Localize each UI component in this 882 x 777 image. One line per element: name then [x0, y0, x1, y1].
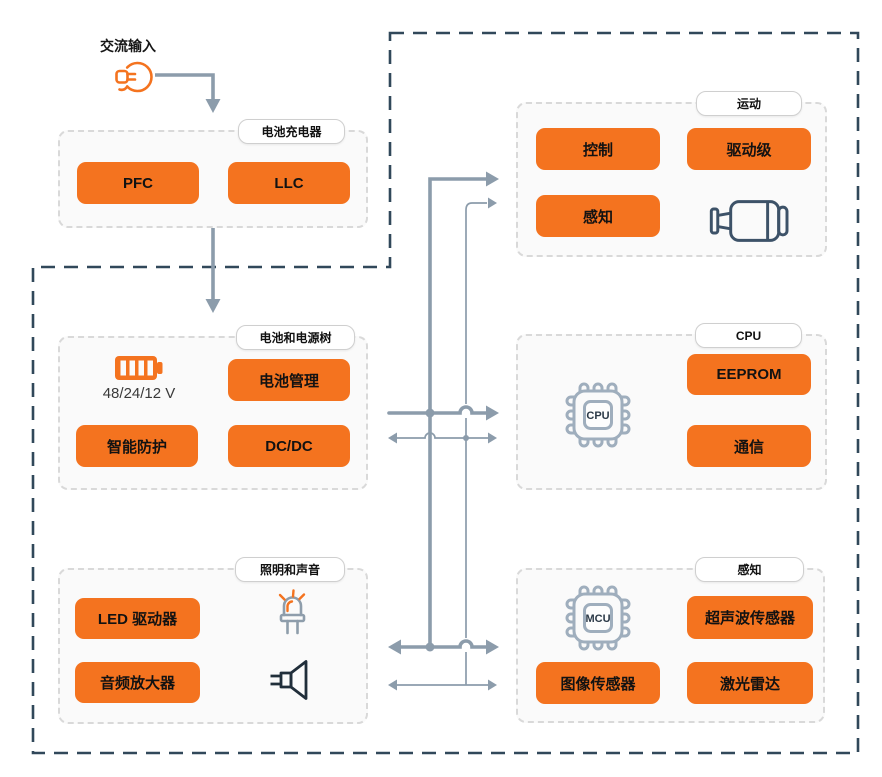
block-smart-protection[interactable]: 智能防护 [76, 425, 198, 467]
arrow-down-icon [205, 99, 221, 113]
group-tab-perception: 感知 [695, 557, 804, 582]
plug-icon [111, 55, 157, 99]
junction-dot [425, 642, 435, 652]
arrow-right-icon [488, 432, 497, 444]
group-tab-cpu: CPU [695, 323, 802, 348]
block-image-sensor[interactable]: 图像传感器 [536, 662, 660, 704]
group-tab-battery-charger: 电池充电器 [238, 119, 345, 144]
mcu-chip-label: MCU [585, 613, 610, 625]
arrow-right-icon [486, 171, 499, 187]
arrow-left-icon [388, 679, 397, 691]
power-to-cpu-line [430, 405, 487, 415]
led-icon [272, 588, 312, 642]
ac-to-charger-line [155, 73, 215, 99]
system-boundary-dashed-border [31, 31, 860, 755]
group-tab-lighting-sound: 照明和声音 [235, 557, 345, 582]
cpu-chip-label: CPU [586, 410, 609, 422]
arrow-down-icon [205, 299, 221, 313]
arrow-right-icon [486, 405, 499, 421]
motor-icon [708, 197, 794, 245]
power-to-lighting-perception-line [400, 639, 487, 649]
arrow-left-icon [388, 639, 401, 655]
block-llc[interactable]: LLC [228, 162, 350, 204]
arrow-right-icon [486, 639, 499, 655]
arrow-left-icon [388, 432, 397, 444]
ac-input-label: 交流输入 [100, 38, 156, 54]
speaker-icon [268, 656, 314, 704]
group-motion: 运动 控制 驱动级 感知 [516, 91, 827, 257]
group-battery-charger: 电池充电器 PFC LLC [58, 119, 368, 228]
block-led-driver[interactable]: LED 驱动器 [75, 598, 200, 639]
block-communication[interactable]: 通信 [687, 425, 811, 467]
group-lighting-sound: 照明和声音 LED 驱动器 音频放大器 [58, 557, 368, 724]
block-pfc[interactable]: PFC [77, 162, 199, 204]
group-cpu: CPU CPU EEPROM 通信 [516, 323, 827, 490]
block-lidar[interactable]: 激光雷达 [687, 662, 813, 704]
data-cpu-line [397, 432, 488, 439]
power-bus-vertical-line [428, 177, 487, 647]
group-power-tree: 电池和电源树 48/24/12 V 电池管理 智能防护 DC/DC [58, 325, 368, 490]
block-audio-amplifier[interactable]: 音频放大器 [75, 662, 200, 703]
block-drive-stage[interactable]: 驱动级 [687, 128, 811, 170]
arrow-right-icon [488, 197, 497, 209]
block-eeprom[interactable]: EEPROM [687, 354, 811, 395]
arrow-right-icon [488, 679, 497, 691]
data-bus-vertical-line [465, 202, 487, 685]
block-sensing[interactable]: 感知 [536, 195, 660, 237]
group-tab-power-tree: 电池和电源树 [236, 325, 355, 350]
block-ultrasonic-sensor[interactable]: 超声波传感器 [687, 596, 813, 639]
battery-voltage-label: 48/24/12 V [102, 385, 176, 402]
junction-dot [463, 435, 469, 441]
block-dcdc[interactable]: DC/DC [228, 425, 350, 467]
cpu-chip-icon: CPU [563, 380, 633, 450]
block-battery-management[interactable]: 电池管理 [228, 359, 350, 401]
block-control[interactable]: 控制 [536, 128, 660, 170]
mcu-chip-icon: MCU [563, 583, 633, 653]
battery-icon [114, 353, 164, 383]
junction-dot [425, 408, 435, 418]
group-perception: 感知 MCU 超声波传感器 图像传感器 激光雷达 [516, 557, 825, 723]
group-tab-motion: 运动 [696, 91, 802, 116]
